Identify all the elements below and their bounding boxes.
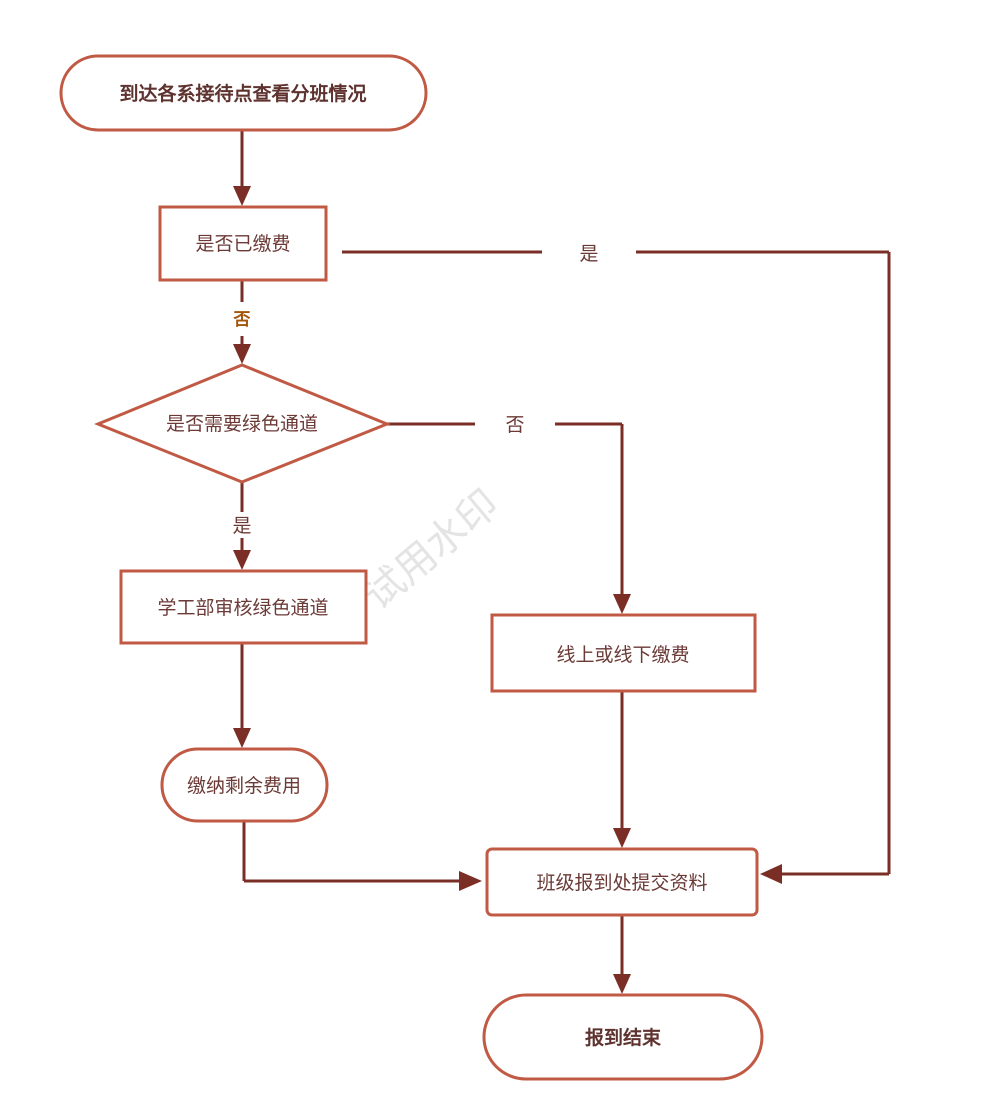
arrowhead (613, 828, 631, 848)
arrowhead (459, 871, 482, 891)
node-paid-check[interactable]: 是否已缴费 (158, 205, 328, 282)
node-start-label: 到达各系接待点查看分班情况 (119, 82, 366, 105)
node-pay-rest-label: 缴纳剩余费用 (187, 775, 301, 797)
arrowhead (613, 594, 631, 614)
node-green-review-label: 学工部审核绿色通道 (157, 597, 328, 619)
edge-paid-check-yes (342, 250, 891, 884)
edge-paid-check-no (233, 281, 251, 364)
edge-pay-rest-to-submit (242, 822, 482, 891)
node-pay-rest[interactable]: 缴纳剩余费用 (160, 747, 329, 823)
arrowhead (233, 186, 251, 206)
node-end-label: 报到结束 (585, 1026, 662, 1049)
process-shape (485, 847, 759, 917)
node-submit-docs-label: 班级报到处提交资料 (536, 872, 707, 894)
node-end[interactable]: 报到结束 (482, 993, 764, 1081)
process-shape (490, 613, 757, 693)
arrowhead (233, 344, 251, 364)
edge-green-check-no (387, 422, 631, 614)
arrowhead (233, 550, 251, 570)
decision-shape (94, 363, 392, 484)
edge-pay-online-to-submit (613, 692, 631, 848)
process-shape (119, 569, 368, 645)
terminal-shape (59, 54, 428, 132)
node-start[interactable]: 到达各系接待点查看分班情况 (59, 54, 428, 132)
edge-review-to-pay-rest (233, 643, 251, 748)
node-green-check-label: 是否需要绿色通道 (166, 413, 318, 435)
arrowhead (233, 728, 251, 748)
edge-label-green-no: 否 (505, 414, 524, 436)
node-pay-online-label: 线上或线下缴费 (556, 644, 689, 666)
arrowhead (613, 974, 631, 994)
node-green-check[interactable]: 是否需要绿色通道 (94, 363, 392, 484)
edge-label-paid-yes: 是 (579, 243, 598, 265)
edge-start-to-paid-check (233, 130, 251, 206)
terminal-shape (482, 993, 764, 1081)
terminal-shape (160, 747, 329, 823)
watermark: 试用水印 (356, 481, 508, 619)
node-submit-docs[interactable]: 班级报到处提交资料 (485, 847, 759, 917)
edge-green-check-yes (233, 482, 251, 570)
node-paid-check-label: 是否已缴费 (195, 233, 290, 255)
edge-label-green-yes: 是 (232, 515, 251, 537)
node-pay-online[interactable]: 线上或线下缴费 (490, 613, 757, 693)
node-green-review[interactable]: 学工部审核绿色通道 (119, 569, 368, 645)
edge-submit-to-end (613, 915, 631, 994)
arrowhead (760, 864, 782, 884)
process-shape (158, 205, 328, 282)
edge-label-paid-no: 否 (233, 310, 251, 330)
